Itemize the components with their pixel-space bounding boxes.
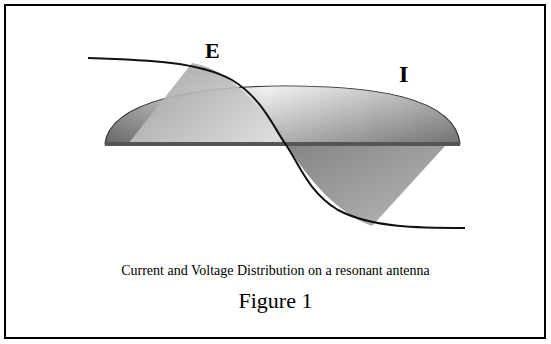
voltage-curve	[88, 58, 465, 228]
figure-number: Figure 1	[239, 290, 313, 312]
antenna-element	[105, 142, 460, 146]
current-label: I	[399, 62, 408, 86]
voltage-label: E	[205, 40, 220, 62]
voltage-ribbon-lower	[286, 145, 445, 226]
voltage-ribbon-upper	[128, 63, 286, 145]
figure-caption: Current and Voltage Distribution on a re…	[121, 264, 430, 278]
frame-border	[5, 5, 545, 338]
